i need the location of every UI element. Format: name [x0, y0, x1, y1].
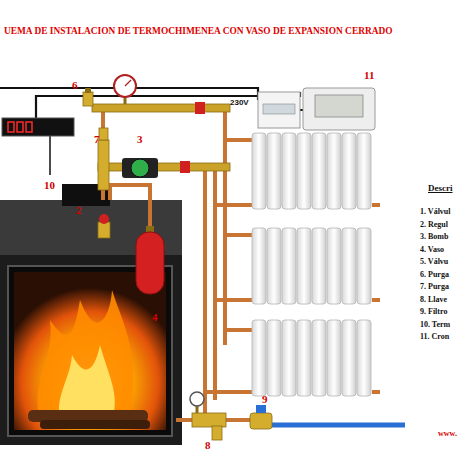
expansion-tank	[136, 232, 164, 294]
fireplace-body	[0, 200, 182, 445]
callout-number: 3	[137, 134, 143, 145]
web-address: www.	[438, 430, 457, 438]
legend-item: 3. Bomb	[420, 233, 448, 241]
legend-item: 2. Regul	[420, 221, 448, 229]
radiator-return	[205, 205, 252, 392]
log	[40, 420, 150, 429]
callout-number: 4	[152, 312, 158, 323]
legend-item: 10. Term	[420, 321, 450, 329]
water-inlet-pipe	[270, 423, 405, 428]
diagram-title: UEMA DE INSTALACION DE TERMOCHIMENEA CON…	[4, 27, 393, 36]
gauge-stem	[124, 97, 127, 104]
fire-glow	[14, 272, 166, 430]
control-breakers	[263, 104, 295, 114]
legend-item: 7. Purga	[420, 283, 449, 291]
display-digit	[8, 122, 14, 132]
flame-core	[59, 345, 115, 420]
pressure-gauge	[190, 392, 204, 406]
legend-item: 8. Llave	[420, 296, 447, 304]
purger-cap	[85, 88, 91, 93]
pump-manifold	[98, 163, 230, 171]
filter-handle	[256, 405, 266, 413]
radiator	[252, 228, 371, 304]
automatic-purger	[99, 128, 108, 140]
top-manifold	[92, 104, 230, 112]
control-box	[258, 92, 300, 128]
pump-body	[122, 158, 158, 178]
callout-number: 2	[76, 205, 82, 216]
valve-handle	[180, 161, 190, 173]
return-riser	[203, 168, 207, 420]
gauge-needle	[125, 80, 131, 86]
chronothermostat	[303, 88, 375, 130]
thermometer-display	[2, 118, 74, 136]
legend-item: 11. Cron	[420, 333, 449, 341]
supply-riser	[223, 108, 227, 345]
callout-number: 6	[72, 80, 78, 91]
callout-number: 10	[44, 180, 55, 191]
water-filter	[250, 413, 272, 429]
safety-valve-knob	[99, 214, 109, 224]
legend-item: 1. Válvul	[420, 208, 451, 216]
callout-number: 11	[364, 70, 374, 81]
flame	[38, 290, 134, 420]
display-digit	[17, 122, 23, 132]
radiator-tail	[372, 205, 380, 392]
legend-item: 4. Vaso	[420, 246, 444, 254]
filling-valve	[192, 413, 226, 427]
voltage-label: 230V	[230, 99, 249, 107]
copper-pipes	[103, 108, 380, 420]
callout-number: 7	[94, 134, 100, 145]
pressure-gauge	[114, 75, 136, 97]
callout-number: 8	[205, 440, 211, 451]
legend-heading: Descri	[428, 184, 453, 193]
callout-number: 9	[262, 394, 268, 405]
reducer-valve	[212, 426, 222, 440]
return-riser	[213, 168, 217, 400]
legend-item: 5. Válvu	[420, 258, 448, 266]
legend-item: 9. Filtro	[420, 308, 447, 316]
valve-handle	[195, 102, 205, 114]
brass-column	[98, 140, 109, 190]
radiator	[252, 133, 371, 209]
air-purger	[83, 92, 93, 106]
tank-pipe	[110, 185, 150, 228]
legend-item: 6. Purga	[420, 271, 449, 279]
display-digit	[26, 122, 32, 132]
pump-head	[131, 159, 149, 177]
radiator	[252, 320, 371, 396]
chronothermostat-screen	[315, 95, 363, 117]
probe-wire	[49, 136, 51, 175]
safety-valve	[98, 222, 110, 238]
